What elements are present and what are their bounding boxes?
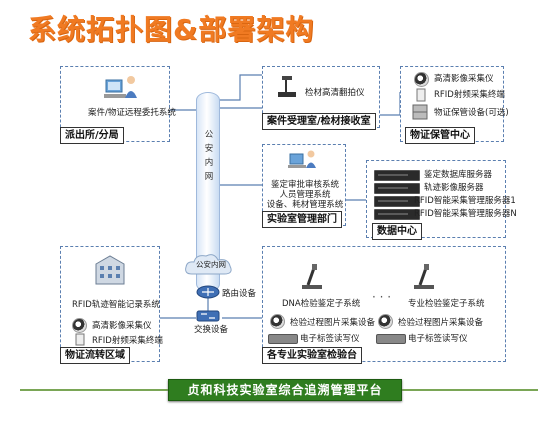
- labs-right-item-1: 专业检验鉴定子系统: [408, 299, 485, 309]
- server-icon: [374, 183, 420, 194]
- tag-reader-icon: [268, 334, 298, 344]
- person-at-computer-icon: [104, 76, 137, 98]
- router-label: 路由设备: [222, 289, 257, 299]
- pipe-label: 公 安 内 网: [203, 128, 215, 184]
- camera-icon: [414, 72, 429, 87]
- labs-right-item-2: 检验过程图片采集设备: [398, 318, 484, 328]
- labs-left-item-3: 电子标签读写仪: [300, 334, 360, 344]
- server-icon: [374, 209, 420, 220]
- labs-right-item-3: 电子标签读写仪: [408, 334, 468, 344]
- building-icon: [95, 255, 125, 285]
- pipe-char-4: 网: [204, 172, 214, 182]
- zone-lab-mgmt-tag: 实验室管理部门: [262, 211, 342, 228]
- switch-label: 交换设备: [194, 325, 229, 335]
- pipe-char-3: 内: [204, 158, 214, 168]
- cloud-label: 公安内网: [196, 260, 226, 269]
- labs-left-item-2: 检验过程图片采集设备: [290, 318, 376, 328]
- rfid-terminal-icon: [416, 88, 426, 102]
- router-icon: [196, 285, 220, 299]
- pipe-char-1: 公: [204, 130, 214, 140]
- lab-mgmt-item-2: 人员管理系统: [279, 190, 331, 200]
- labs-dots: · · ·: [372, 290, 392, 304]
- microscope-icon: [414, 264, 434, 289]
- person-at-computer-icon: [288, 150, 316, 168]
- zone-circulation-tag: 物证流转区域: [60, 347, 130, 364]
- zone-storage-tag: 物证保管中心: [405, 127, 475, 144]
- lab-mgmt-item-1: 鉴定审批审核系统: [270, 180, 339, 190]
- switch-icon: [196, 310, 220, 322]
- rfid-terminal-icon: [75, 333, 85, 346]
- lab-mgmt-item-3: 设备、耗材管理系统: [266, 200, 344, 210]
- tag-reader-icon: [376, 334, 406, 344]
- storage-cabinet-icon: [412, 104, 428, 120]
- zone-data-center-tag: 数据中心: [372, 223, 422, 240]
- circulation-item-3: RFID射频采集终端: [92, 336, 163, 346]
- server-icon: [374, 170, 420, 181]
- storage-item-1: 高清影像采集仪: [434, 74, 494, 84]
- station-item-label: 案件/物证远程委托系统: [88, 108, 176, 118]
- camera-icon: [270, 314, 285, 329]
- cloud-icon: [185, 254, 232, 275]
- microscope-icon: [302, 264, 322, 289]
- zone-labs-tag: 各专业实验室检验台: [262, 347, 362, 364]
- data-center-item-2: 轨迹影像服务器: [424, 183, 484, 193]
- zone-reception-tag: 案件受理室/检材接收室: [262, 113, 376, 130]
- circulation-item-2: 高清影像采集仪: [92, 321, 152, 331]
- server-icon: [374, 196, 420, 207]
- zone-station-tag: 派出所/分局: [60, 127, 124, 144]
- platform-banner: 贞和科技实验室综合追溯管理平台: [168, 379, 402, 401]
- data-center-item-1: 鉴定数据库服务器: [424, 170, 493, 180]
- camera-icon: [378, 314, 393, 329]
- labs-left-item-1: DNA检验鉴定子系统: [282, 299, 361, 309]
- document-scanner-icon: [278, 76, 296, 97]
- storage-item-3: 物证保管设备(可选): [434, 108, 509, 118]
- data-center-item-4: RFID智能采集管理服务器N: [414, 209, 517, 219]
- reception-item-label: 检材高清翻拍仪: [305, 88, 365, 98]
- camera-icon: [72, 318, 87, 333]
- circulation-item-1: RFID轨迹智能记录系统: [72, 300, 160, 310]
- page-title: 系统拓扑图&部署架构: [28, 13, 315, 46]
- pipe-char-2: 安: [204, 144, 214, 154]
- data-center-item-3: RFID智能采集管理服务器1: [414, 196, 516, 206]
- storage-item-2: RFID射频采集终端: [434, 90, 505, 100]
